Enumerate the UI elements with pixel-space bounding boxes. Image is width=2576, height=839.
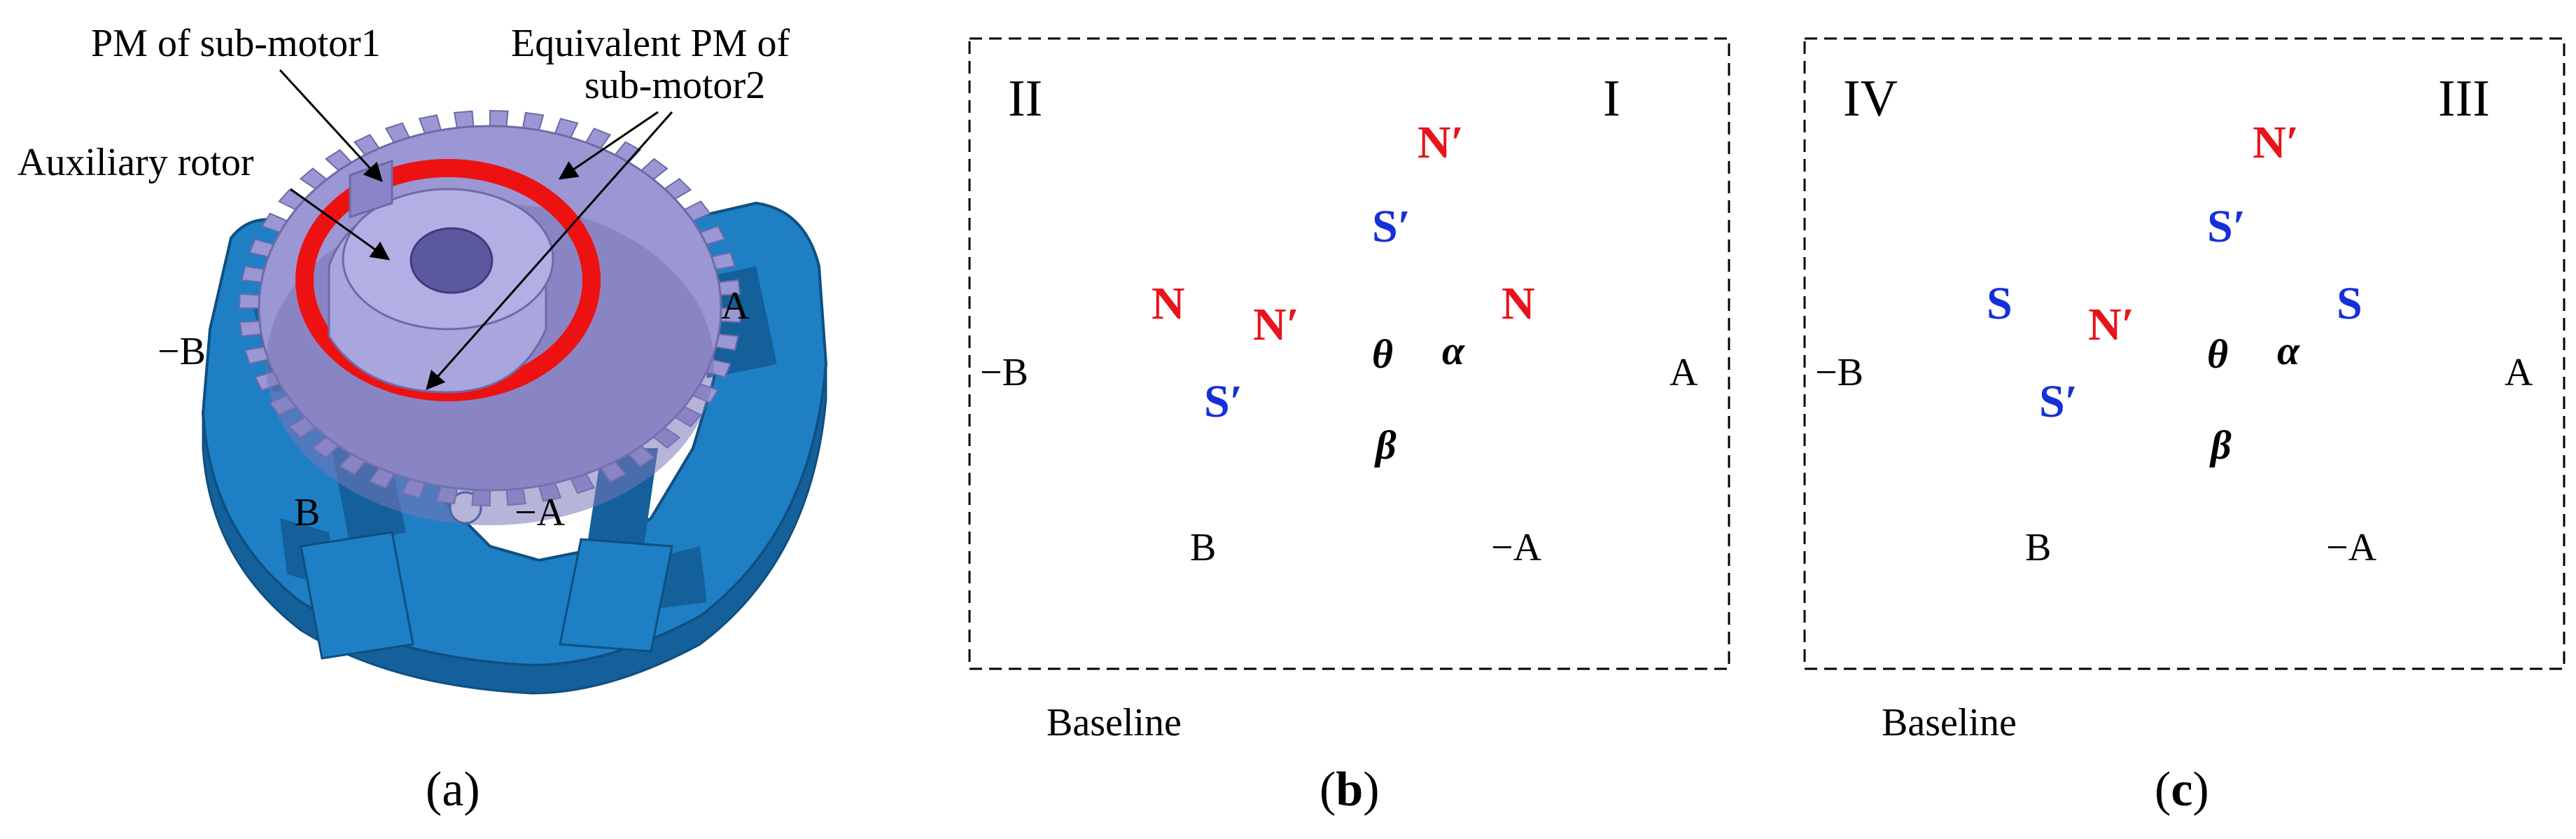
- dashed-frame: [968, 37, 1730, 670]
- angle-alpha-label: α: [2277, 328, 2300, 373]
- phase-label-a: A: [1670, 351, 1698, 394]
- phase-label-b-a: B: [294, 491, 320, 534]
- region-label-right: III: [2438, 70, 2490, 127]
- baseline-label: Baseline: [1882, 701, 2017, 744]
- region-label-left: IV: [1843, 70, 1898, 127]
- rotor-3d: [238, 109, 742, 525]
- phase-label-minus-a: −A: [1491, 526, 1542, 569]
- outer-pole-right: N: [1502, 278, 1535, 329]
- angle-beta-label: β: [2209, 422, 2232, 468]
- phase-label-minus-a: −A: [2326, 526, 2377, 569]
- inner-pole-bottom-n: N′: [2088, 299, 2134, 350]
- inner-pole-top-n: N′: [2253, 117, 2299, 168]
- phase-label-b: B: [2025, 526, 2051, 569]
- outer-pole-left: S: [1987, 278, 2012, 329]
- phase-label-minus-b: −B: [980, 351, 1028, 394]
- inner-pole-top-n: N′: [1418, 117, 1464, 168]
- outer-pole-left: N: [1152, 278, 1185, 329]
- label-pm-sub-motor1: PM of sub-motor1: [91, 22, 381, 65]
- label-equivalent-pm-line2: sub-motor2: [584, 64, 765, 107]
- inner-pole-top-s: S′: [1372, 201, 1410, 252]
- baseline-label: Baseline: [1046, 701, 1182, 744]
- region-label-left: II: [1008, 70, 1042, 127]
- inner-pole-top-s: S′: [2207, 201, 2246, 252]
- angle-alpha-label: α: [1442, 328, 1465, 373]
- inner-pole-bottom-s: S′: [1204, 376, 1242, 427]
- panel-a-3d-model: PM of sub-motor1 Equivalent PM of sub-mo…: [18, 22, 828, 817]
- angle-theta-label: θ: [1372, 331, 1393, 377]
- angle-beta-label: β: [1374, 422, 1396, 468]
- phase-label-minus-a-a: −A: [514, 491, 566, 534]
- label-equivalent-pm-line1: Equivalent PM of: [511, 22, 790, 65]
- dashed-frame: [1803, 37, 2566, 670]
- caption-a: (a): [426, 763, 480, 817]
- region-label-right: I: [1603, 70, 1620, 127]
- phase-label-a-a: A: [721, 284, 750, 328]
- caption-c: (c): [2155, 763, 2209, 817]
- phase-label-b: B: [1190, 526, 1216, 569]
- inner-pole-bottom-n: N′: [1253, 299, 1299, 350]
- label-auxiliary-rotor: Auxiliary rotor: [18, 141, 254, 184]
- caption-b: (b): [1320, 763, 1380, 817]
- phase-label-minus-b-a: −B: [158, 330, 206, 373]
- inner-pole-bottom-s: S′: [2039, 376, 2078, 427]
- outer-pole-right: S: [2337, 278, 2362, 329]
- phase-label-a: A: [2505, 351, 2533, 394]
- phase-label-minus-b: −B: [1815, 351, 1863, 394]
- angle-theta-label: θ: [2207, 331, 2228, 377]
